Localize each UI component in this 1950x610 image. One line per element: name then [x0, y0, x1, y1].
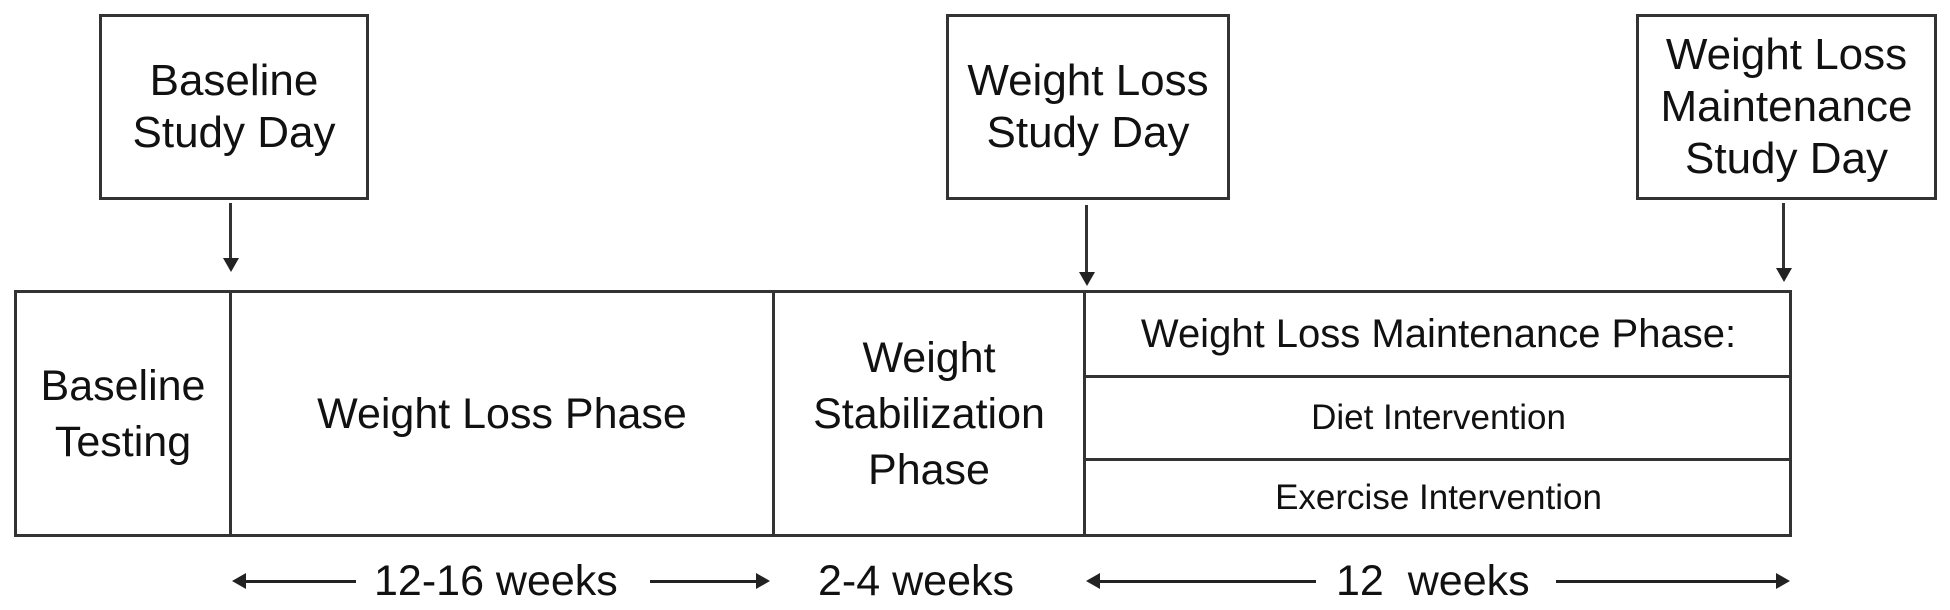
- baseline-connector-line: [229, 203, 232, 261]
- divider-stabilization: [1083, 290, 1086, 537]
- maintenance-study-day-box: Weight Loss Maintenance Study Day: [1636, 14, 1937, 200]
- maintenance-duration-label: 12 weeks: [1336, 557, 1530, 605]
- stabilization-duration-label: 2-4 weeks: [818, 557, 1014, 605]
- stabilization-line-1: Weight: [862, 333, 996, 382]
- maintenance-connector-line: [1782, 203, 1785, 271]
- weight-loss-study-day-line-2: Study Day: [986, 108, 1190, 157]
- maintenance-title-cell: Weight Loss Maintenance Phase:: [1088, 293, 1789, 375]
- weight-loss-duration-arrow-left-head: [232, 573, 246, 589]
- divider-baseline: [229, 290, 232, 537]
- baseline-testing-line-2: Testing: [54, 417, 192, 466]
- maintenance-study-day-line-2: Maintenance: [1660, 82, 1913, 131]
- baseline-study-day-line-2: Study Day: [132, 108, 336, 157]
- maintenance-duration-arrow-left-line: [1094, 580, 1316, 583]
- baseline-study-day-box: Baseline Study Day: [99, 14, 369, 200]
- maintenance-divider-bottom: [1085, 458, 1792, 461]
- maintenance-duration-arrow-right-head: [1776, 573, 1790, 589]
- diet-intervention-label: Diet Intervention: [1311, 398, 1566, 437]
- weight-loss-study-day-line-1: Weight Loss: [967, 56, 1209, 105]
- baseline-testing-line-1: Baseline: [40, 361, 206, 410]
- weight-loss-arrow-head: [1079, 272, 1095, 286]
- maintenance-duration-arrow-left-head: [1086, 573, 1100, 589]
- maintenance-arrow-head: [1776, 268, 1792, 282]
- baseline-arrow-head: [223, 258, 239, 272]
- weight-loss-duration-label: 12-16 weeks: [374, 557, 618, 605]
- stabilization-phase-cell: Weight Stabilization Phase: [775, 293, 1083, 534]
- weight-loss-duration-arrow-right-line: [650, 580, 758, 583]
- weight-loss-duration-arrow-left-line: [240, 580, 356, 583]
- stabilization-line-2: Stabilization: [813, 389, 1045, 438]
- weight-loss-connector-line: [1085, 205, 1088, 275]
- timeline-box: [14, 290, 1792, 537]
- maintenance-study-day-line-3: Study Day: [1685, 134, 1888, 183]
- divider-weight-loss: [772, 290, 775, 537]
- diet-intervention-cell: Diet Intervention: [1088, 378, 1789, 458]
- maintenance-duration-arrow-right-line: [1556, 580, 1778, 583]
- exercise-intervention-label: Exercise Intervention: [1275, 477, 1602, 517]
- weight-loss-duration-arrow-right-head: [756, 573, 770, 589]
- maintenance-divider-top: [1085, 375, 1792, 378]
- stabilization-line-3: Phase: [868, 445, 990, 494]
- maintenance-title-label: Weight Loss Maintenance Phase:: [1140, 312, 1737, 356]
- baseline-testing-cell: Baseline Testing: [17, 293, 229, 534]
- exercise-intervention-cell: Exercise Intervention: [1088, 461, 1789, 534]
- baseline-study-day-line-1: Baseline: [149, 56, 319, 105]
- weight-loss-phase-cell: Weight Loss Phase: [232, 293, 772, 534]
- weight-loss-study-day-box: Weight Loss Study Day: [946, 14, 1230, 200]
- maintenance-study-day-line-1: Weight Loss: [1665, 30, 1908, 79]
- weight-loss-phase-label: Weight Loss Phase: [317, 389, 687, 438]
